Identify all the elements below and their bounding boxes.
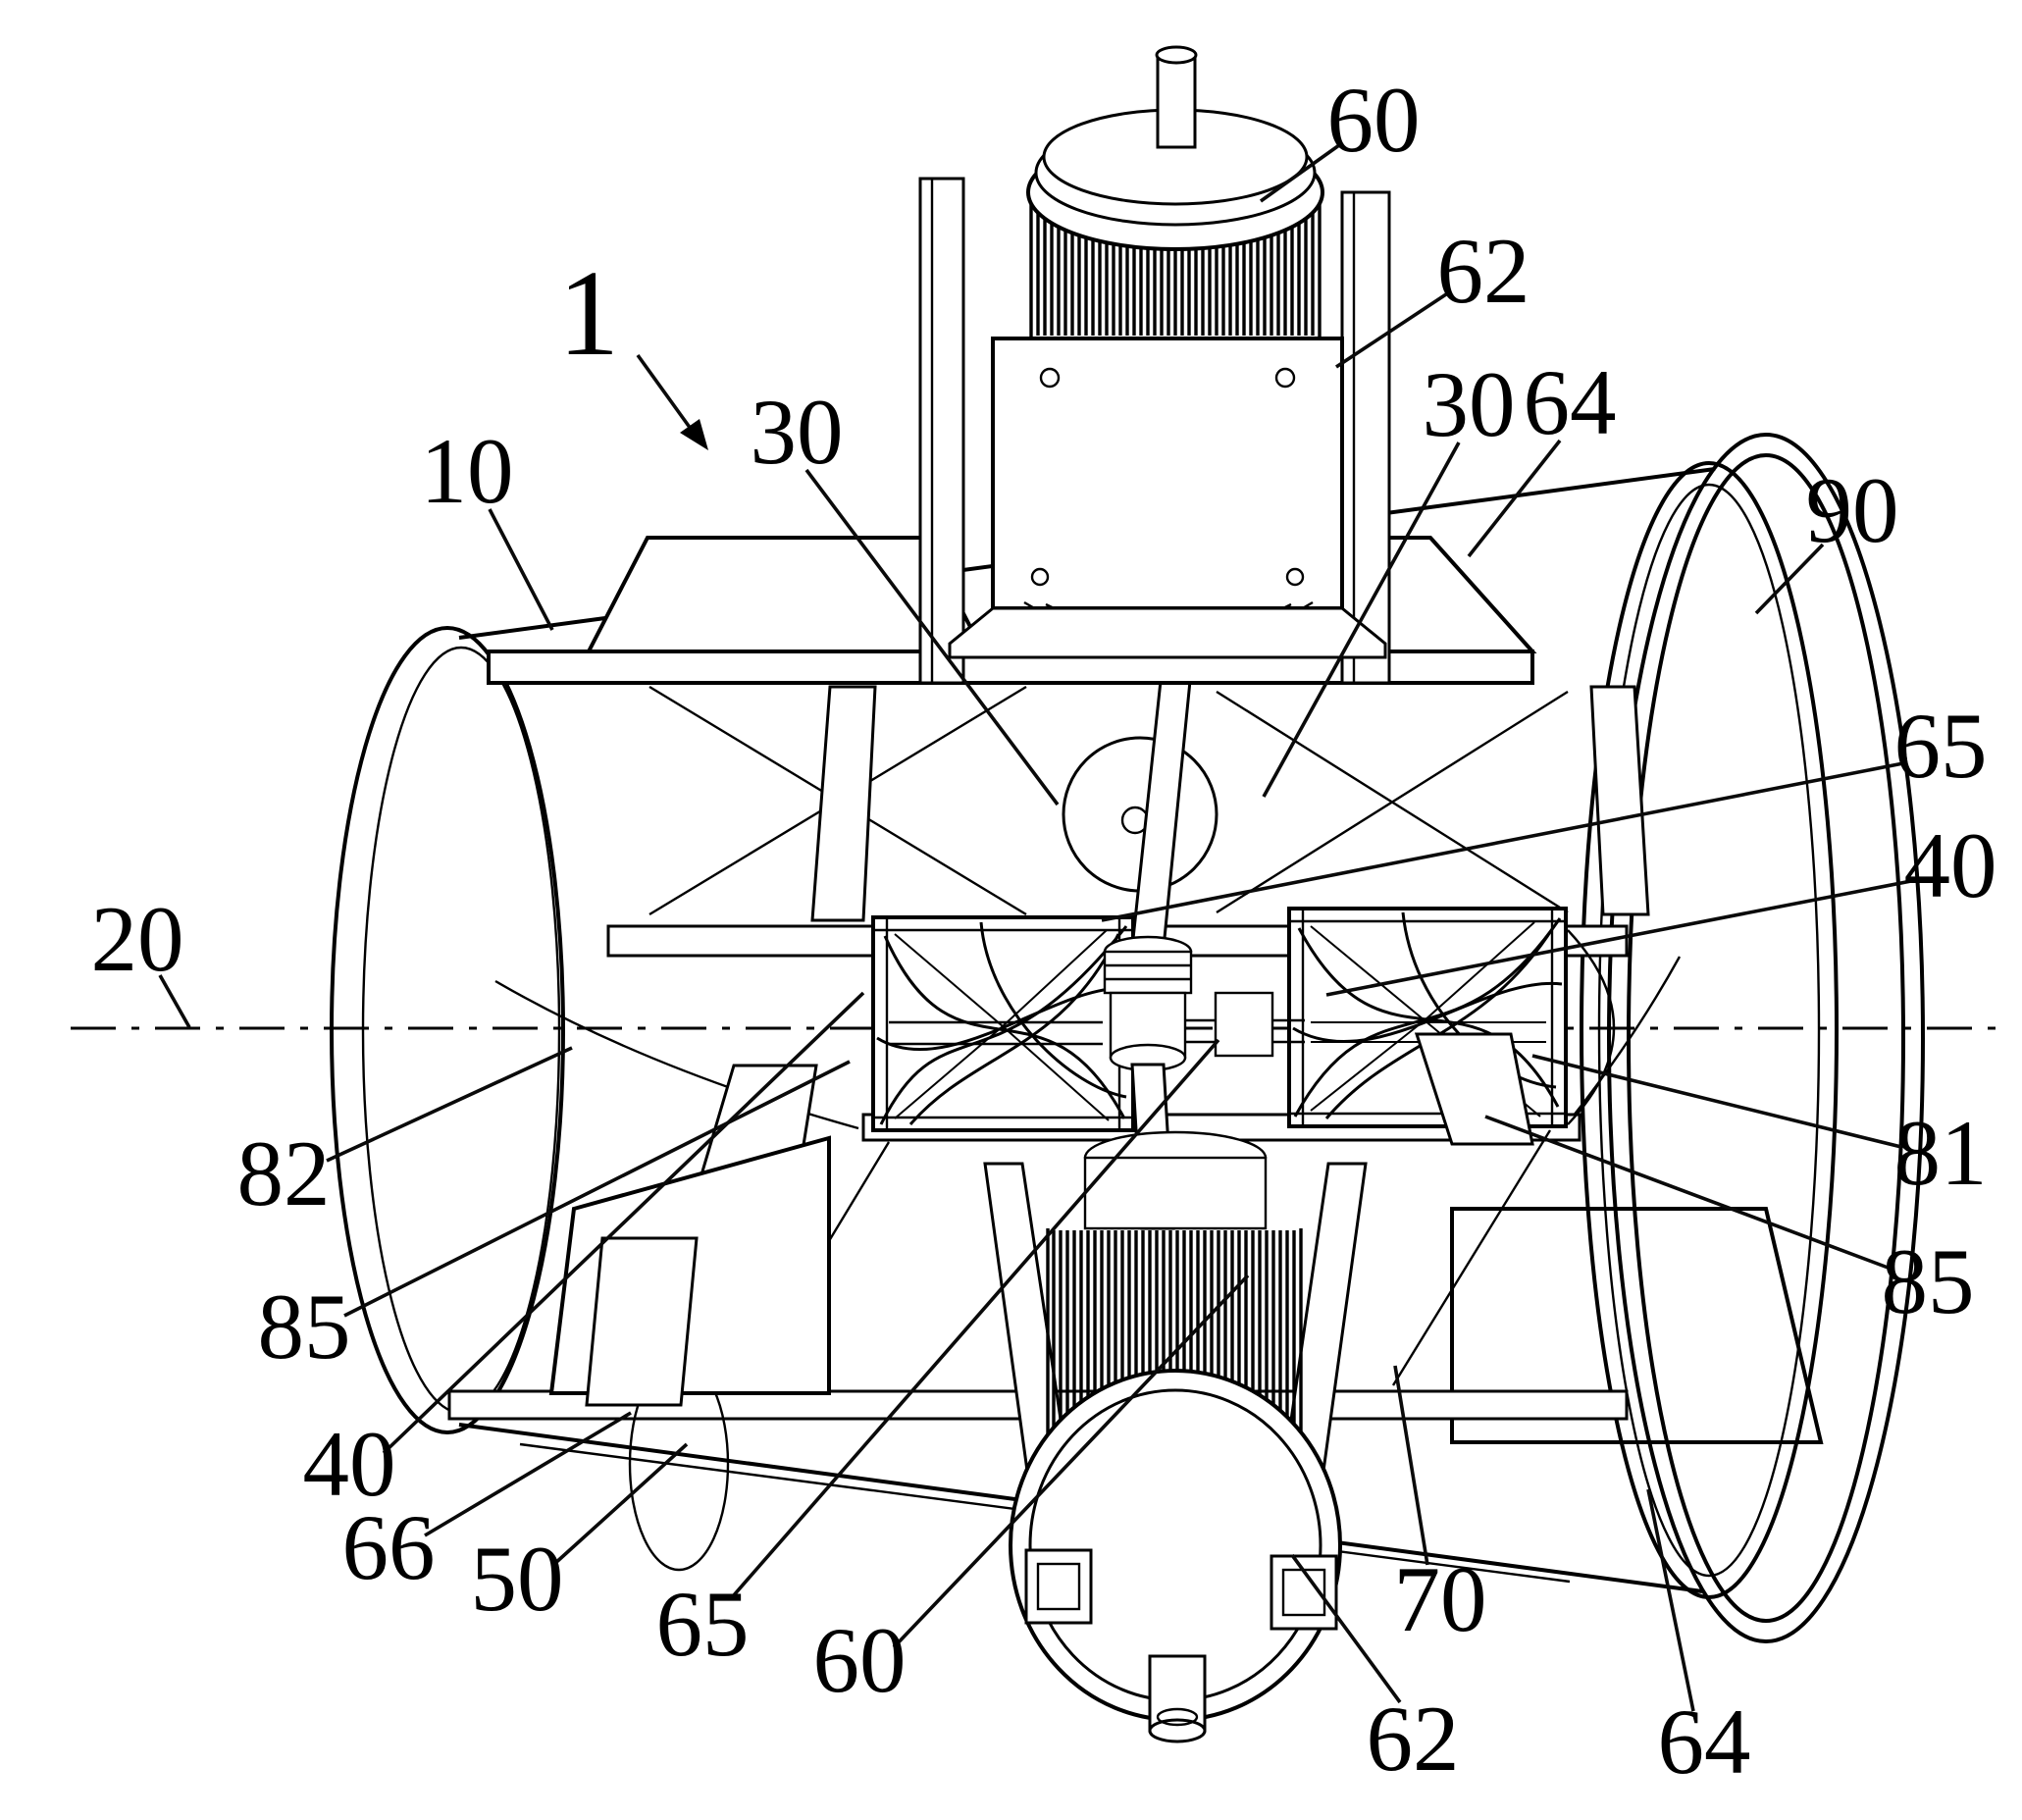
- leader-line-ref-62-bottom: [1290, 1553, 1402, 1704]
- arrowhead-ref-1: [680, 419, 708, 450]
- figure-ref-label-ref-64-top: 64: [1524, 350, 1617, 454]
- bottom-left-gusset-plate: [548, 1135, 831, 1407]
- leader-line-ref-64-top: [1467, 439, 1562, 558]
- leader-line-ref-85-left: [343, 1060, 851, 1318]
- leader-line-ref-85-right: [1484, 1115, 1892, 1271]
- left-impeller-assembly: [871, 915, 1135, 1132]
- figure-ref-label-ref-85-right: 85: [1882, 1229, 1975, 1333]
- figure-ref-label-ref-66: 66: [342, 1495, 436, 1599]
- leader-line-ref-60-top: [1259, 143, 1341, 203]
- leader-line-ref-50: [551, 1442, 689, 1567]
- top-motor-bracket: [991, 337, 1344, 610]
- leader-line-ref-70: [1393, 1365, 1429, 1566]
- leader-line-ref-64-bottom: [1646, 1488, 1695, 1712]
- figure-ref-label-ref-90: 90: [1806, 458, 1899, 562]
- leader-line-ref-10: [488, 508, 554, 631]
- figure-ref-label-ref-40-right: 40: [1904, 813, 1997, 917]
- figure-ref-label-ref-81: 81: [1894, 1101, 1988, 1205]
- leader-line-ref-30-right: [1262, 442, 1461, 798]
- leader-line-ref-60-bottom: [892, 1274, 1250, 1649]
- leader-line-ref-62-top: [1335, 290, 1450, 369]
- outer-ring: [1607, 433, 1925, 1643]
- leader-line-ref-82: [326, 1046, 573, 1163]
- figure-ref-label-ref-60-top: 60: [1327, 68, 1421, 172]
- leader-line-ref-90: [1754, 543, 1825, 615]
- figure-ref-label-ref-85-left: 85: [258, 1274, 351, 1378]
- bolt-hole: [1030, 567, 1050, 587]
- leader-line-ref-81: [1531, 1054, 1902, 1149]
- figure-ref-label-ref-70: 70: [1394, 1547, 1487, 1651]
- duct-right-rim: [1580, 461, 1839, 1599]
- figure-ref-label-ref-82: 82: [237, 1121, 331, 1225]
- bolt-hole: [1285, 567, 1305, 587]
- figure-ref-label-ref-10: 10: [421, 419, 514, 523]
- figure-ref-label-ref-30-right: 30: [1423, 352, 1516, 456]
- figure-ref-label-ref-64-bottom: 64: [1658, 1690, 1751, 1794]
- leader-line-ref-20: [158, 974, 191, 1028]
- bolt-hole: [1039, 367, 1061, 389]
- top-motor-bracket-wings: [948, 606, 1387, 659]
- horizontal-shaft-and-bearings: [889, 991, 1546, 1058]
- figure-ref-label-ref-40-left: 40: [303, 1412, 396, 1516]
- figure-ref-label-ref-62-top: 62: [1437, 219, 1530, 323]
- figure-ref-label-ref-20: 20: [91, 887, 184, 991]
- leader-line-ref-40-right: [1325, 879, 1912, 997]
- leader-line-ref-66: [424, 1411, 632, 1537]
- figure-ref-label-ref-62-bottom: 62: [1367, 1687, 1460, 1791]
- bottom-right-gusset-plate: [1450, 1207, 1824, 1444]
- figure-ref-label-ref-50: 50: [471, 1527, 564, 1631]
- top-motor: [948, 45, 1387, 659]
- leader-line-ref-65-left: [731, 1038, 1220, 1598]
- top-motor-shaft-stub: [1156, 53, 1197, 149]
- right-impeller-assembly: [1287, 907, 1568, 1128]
- leader-line-ref-30-left: [804, 468, 1060, 806]
- figure-ref-label-ref-65-right: 65: [1894, 694, 1988, 798]
- figure-ref-label-ref-60-bottom: 60: [813, 1608, 907, 1712]
- bottom-motor: [983, 1130, 1368, 1743]
- leader-line-ref-1: [636, 353, 693, 431]
- figure-ref-label-ref-65-left: 65: [656, 1572, 750, 1676]
- figure-ref-label-ref-30-left: 30: [751, 380, 844, 484]
- bolt-hole: [1274, 367, 1296, 389]
- leader-line-ref-40-left: [382, 991, 865, 1455]
- leader-line-ref-65-right: [1101, 761, 1904, 922]
- figure-ref-label-ref-1: 1: [558, 246, 620, 382]
- top-support-posts: [918, 177, 1391, 685]
